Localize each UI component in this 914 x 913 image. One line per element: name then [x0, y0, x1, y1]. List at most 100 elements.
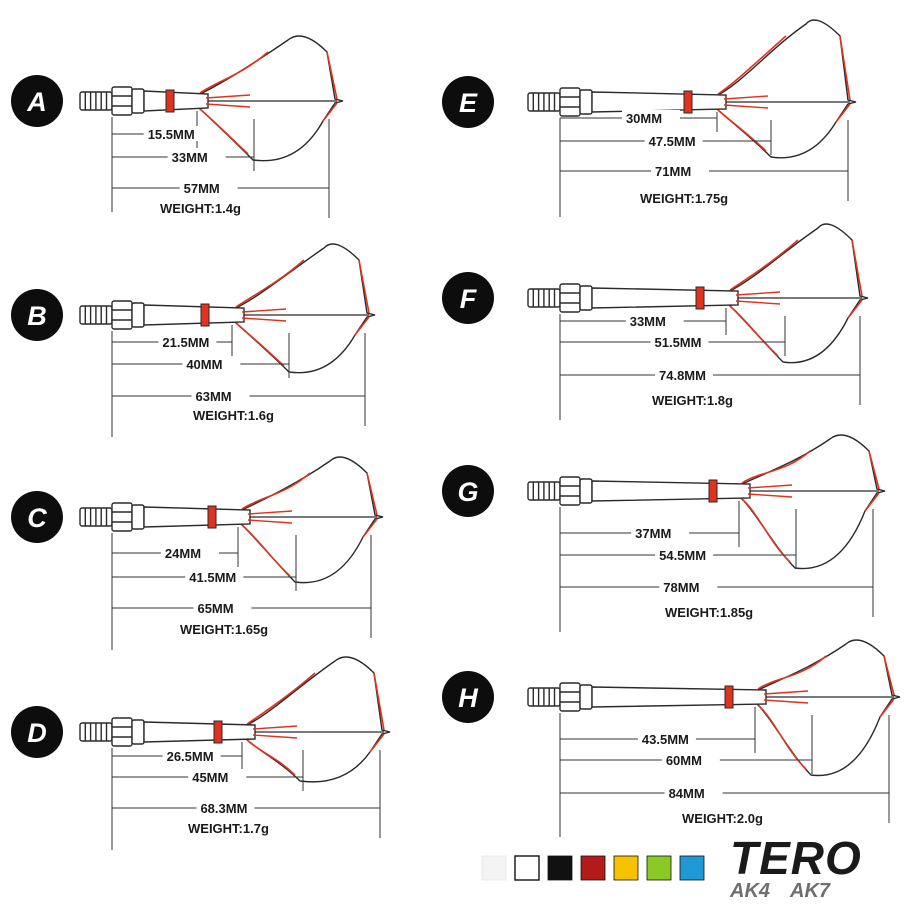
measurement-3: 74.8MM	[659, 368, 706, 383]
red-ring	[708, 479, 718, 503]
weight-label: WEIGHT:1.85g	[665, 605, 753, 620]
footer: TERO AK4 AK7	[481, 832, 862, 902]
flight-edge-accent	[241, 472, 311, 510]
measurement-2: 40MM	[186, 357, 222, 372]
flight-outline	[197, 35, 344, 162]
flight-edge-accent	[741, 498, 791, 563]
shaft-body	[591, 686, 767, 708]
color-swatch	[580, 855, 606, 881]
badge-circle	[11, 75, 63, 127]
badge-circle	[442, 465, 494, 517]
collar	[559, 283, 581, 313]
thread-tip	[79, 722, 113, 742]
thread-tip	[79, 91, 113, 111]
variant-letter: F	[460, 284, 478, 314]
color-swatch	[679, 855, 705, 881]
red-ring	[165, 89, 175, 113]
measurement-3: 84MM	[669, 786, 705, 801]
red-ring	[695, 286, 705, 310]
measurement-2: 54.5MM	[659, 548, 706, 563]
flight-edge-accent	[199, 51, 269, 94]
variant-badge: F	[442, 272, 494, 324]
dart-shaft-drawing	[79, 35, 344, 162]
measurement-3: 65MM	[197, 601, 233, 616]
measurement-2: 47.5MM	[649, 134, 696, 149]
measurement-1: 37MM	[635, 526, 671, 541]
shaft-body	[591, 480, 751, 502]
flight-edge-accent	[246, 739, 296, 776]
dart-shaft-drawing	[527, 639, 901, 777]
flight-edge-accent	[199, 108, 249, 155]
weight-label: WEIGHT:1.65g	[180, 622, 268, 637]
measurement-2: 51.5MM	[655, 335, 702, 350]
measurement-3: 71MM	[655, 164, 691, 179]
shaft-body	[591, 287, 739, 309]
variant-letter: A	[26, 87, 47, 117]
measurement-1: 43.5MM	[642, 732, 689, 747]
dart-shaft-drawing	[527, 19, 857, 159]
measurement-2: 41.5MM	[189, 570, 236, 585]
variant-letter: G	[457, 477, 478, 507]
brand-model-ak7: AK7	[789, 880, 831, 902]
measurement-1: 33MM	[630, 314, 666, 329]
flight-edge-accent	[235, 259, 305, 308]
flight-edge-accent	[741, 450, 811, 484]
flight-edge-accent	[717, 109, 767, 152]
collar	[559, 682, 581, 712]
shaft-body	[591, 91, 727, 113]
variant-badge: D	[11, 706, 63, 758]
flight-edge-accent	[729, 305, 779, 357]
weight-label: WEIGHT:1.7g	[188, 821, 269, 836]
flight-outline	[239, 456, 384, 584]
collar	[111, 300, 133, 330]
measurement-3: 68.3MM	[200, 801, 247, 816]
dart-shaft-drawing	[79, 456, 384, 584]
badge-circle	[11, 289, 63, 341]
shaft-body	[143, 506, 251, 528]
weight-label: WEIGHT:2.0g	[682, 811, 763, 826]
variant-badge: H	[442, 671, 494, 723]
badge-circle	[442, 76, 494, 128]
flight-outline	[755, 639, 901, 777]
weight-label: WEIGHT:1.4g	[160, 201, 241, 216]
measurement-2: 33MM	[172, 150, 208, 165]
brand-model-ak4: AK4	[729, 880, 770, 902]
weight-label: WEIGHT:1.8g	[652, 393, 733, 408]
dart-shaft-drawing	[527, 223, 869, 364]
brand-logo: TERO	[730, 832, 862, 884]
color-swatches	[481, 855, 705, 881]
red-ring	[207, 505, 217, 529]
thread-tip	[527, 687, 561, 707]
flight-edge-accent	[757, 655, 827, 690]
variant-letter: B	[27, 301, 47, 331]
variant-letter: C	[27, 503, 47, 533]
measurement-1: 24MM	[165, 546, 201, 561]
collar	[559, 87, 581, 117]
measurement-1: 30MM	[626, 111, 662, 126]
flight-edge-accent	[717, 35, 787, 95]
color-swatch	[481, 855, 507, 881]
flight-outline	[244, 656, 391, 783]
thread-tip	[527, 92, 561, 112]
weight-label: WEIGHT:1.6g	[193, 408, 274, 423]
collar	[111, 502, 133, 532]
red-ring	[200, 303, 210, 327]
collar	[111, 86, 133, 116]
weight-label: WEIGHT:1.75g	[640, 191, 728, 206]
variant-badge: C	[11, 491, 63, 543]
dart-shaft-drawing	[79, 243, 376, 374]
dart-shaft-drawing	[79, 656, 391, 783]
thread-tip	[79, 507, 113, 527]
variant-letter: H	[458, 683, 478, 713]
flight-outline	[233, 243, 376, 374]
variant-c: C 24MM 41.5MM 65MM WEIGHT:1.65g	[11, 456, 384, 650]
flight-edge-accent	[235, 322, 285, 367]
badge-circle	[11, 491, 63, 543]
flight-edge-accent	[241, 524, 291, 577]
flight-edge-accent	[729, 239, 799, 291]
thread-tip	[527, 288, 561, 308]
